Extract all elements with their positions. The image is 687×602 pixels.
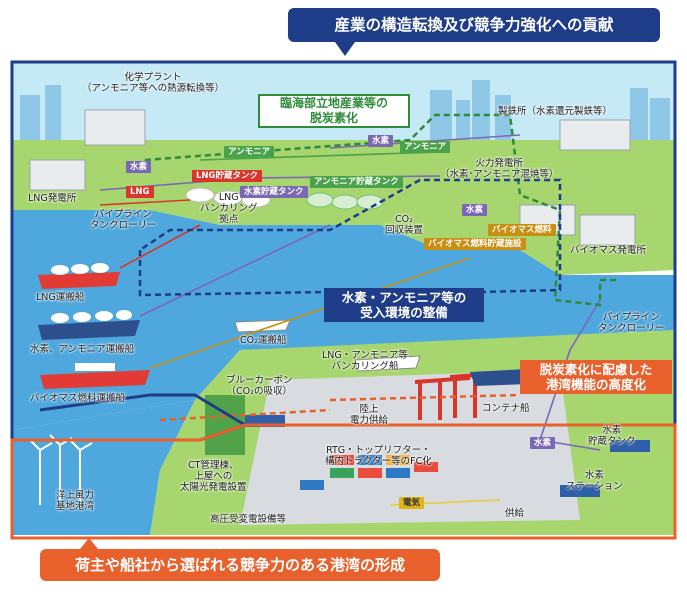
callout-suiso-juire: 水素・アンモニア等の 受入環境の整備 (324, 288, 484, 322)
label-h2-nh3-ship: 水素、アンモニア運搬船 (30, 344, 135, 355)
label-co2-capture: CO₂ 回収装置 (385, 214, 424, 236)
skyline (20, 80, 670, 145)
label-pipeline-left: パイプライン タンクローリー (90, 209, 157, 231)
label-supply: 供給 (505, 508, 525, 519)
kouwan-region-outline (159, 393, 521, 422)
tag-lng-storage: LNG貯蔵タンク (192, 170, 263, 182)
tag-h2-storage: 水素貯蔵タンク (240, 186, 308, 198)
rinkai-region-outline (144, 113, 620, 307)
top-banner: 産業の構造転換及び競争力強化への貢献 (288, 8, 660, 42)
container-stacks (300, 455, 438, 490)
label-container-ship: コンテナ船 (482, 403, 530, 414)
label-offshore-wind: 洋上風力 基地港湾 (56, 490, 95, 512)
label-blue-carbon: ブルーカーボン （CO₂の吸収） (226, 375, 293, 397)
tag-hydrogen-1: 水素 (126, 161, 152, 173)
bottom-banner: 荷主や船社から選ばれる競争力のある港湾の形成 (40, 549, 440, 581)
label-steel-works: 製鉄所（水素還元製鉄等） (498, 106, 613, 117)
callout-kouwan: 脱炭素化に配慮した 港湾機能の高度化 (520, 360, 672, 394)
factories (29, 109, 636, 246)
tag-ammonia-2: アンモニア (400, 141, 451, 153)
label-lng-nh3-bunkering-ship: LNG・アンモニア等 バンカリング船 (322, 350, 408, 372)
top-banner-text: 産業の構造転換及び競争力強化への貢献 (334, 16, 614, 34)
bottom-banner-text: 荷主や船社から選ばれる競争力のある港湾の形成 (74, 556, 405, 574)
lower-frame (10, 423, 677, 540)
tag-biomass-fuel: バイオマス燃料 (488, 224, 556, 236)
tag-hydrogen-2: 水素 (368, 135, 394, 147)
suiso-region-outline (138, 178, 562, 297)
sea-lower (12, 400, 195, 535)
label-chemical-plant: 化学プラント （アンモニア等への熱源転換等） (82, 72, 225, 94)
label-pipeline-right: パイプライン タンクローリー (598, 312, 665, 334)
label-ct-solar: CT管理棟、 上屋への 太陽光発電設置 (180, 460, 247, 493)
label-thermal-power: 火力発電所 （水素･アンモニア混焼等） (440, 158, 559, 180)
label-lng-ship: LNG運搬船 (36, 292, 85, 303)
tag-lng-flow: LNG (126, 186, 154, 198)
container-terminal (240, 370, 580, 525)
ships (38, 263, 421, 389)
label-biomass-power: バイオマス発電所 (570, 245, 647, 256)
label-biomass-ship: バイオマス燃料運搬船 (30, 393, 126, 404)
label-h2-storage-tank: 水素 貯蔵タンク (588, 425, 636, 447)
label-lng-bunkering-base: LNG バンカリング 拠点 (200, 192, 258, 225)
label-lng-power: LNG発電所 (28, 193, 77, 204)
callout-rinkai: 臨海部立地産業等の 脱炭素化 (258, 94, 410, 128)
tag-hydrogen-3: 水素 (462, 204, 488, 216)
label-shore-power: 陸上 電力供給 (350, 404, 389, 426)
label-substation: 高圧受変電設備等 (210, 514, 287, 525)
tag-nh3-storage: アンモニア貯蔵タンク (310, 176, 403, 188)
tag-biomass-storage: バイオマス燃料貯蔵施設 (424, 238, 526, 250)
tag-hydrogen-4: 水素 (530, 437, 556, 449)
label-co2-ship: CO₂運搬船 (240, 335, 287, 346)
frame-divider (39, 393, 246, 427)
tag-electricity: 電気 (399, 497, 425, 509)
label-h2-station: 水素 ステーション (566, 470, 623, 492)
label-rtg-fc: RTG・トップリフター・ 構内トラクター等のFC化 (325, 445, 432, 467)
tag-ammonia-1: アンモニア (224, 146, 275, 158)
